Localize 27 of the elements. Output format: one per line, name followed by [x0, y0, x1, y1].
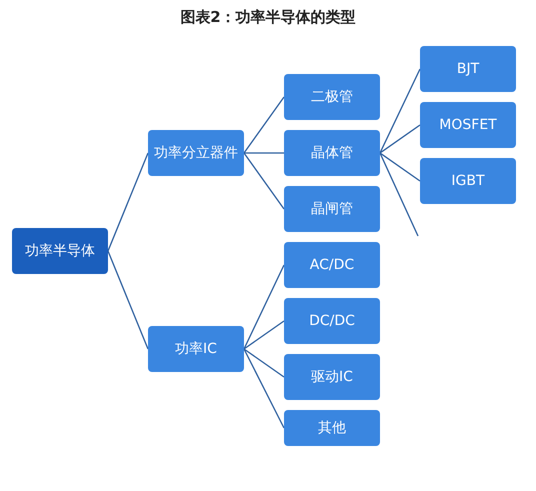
category-box: AC/DC: [284, 242, 380, 288]
connector-line: [107, 250, 149, 350]
category-box: 其他: [284, 410, 380, 446]
connector-line: [380, 152, 420, 182]
category-box: IGBT: [420, 158, 516, 204]
category-box: 功率分立器件: [148, 130, 244, 176]
connector-line: [243, 152, 285, 210]
connector-line: [244, 320, 284, 350]
category-box: DC/DC: [284, 298, 380, 344]
connector-line: [379, 152, 419, 236]
category-box: 晶闸管: [284, 186, 380, 232]
connector-line: [243, 96, 285, 154]
category-box: 功率IC: [148, 326, 244, 372]
connector-line: [244, 348, 284, 378]
connector-line: [243, 264, 285, 350]
category-box: BJT: [420, 46, 516, 92]
category-box: 驱动IC: [284, 354, 380, 400]
root-box: 功率半导体: [12, 228, 108, 274]
connector-line: [243, 348, 285, 428]
connector-line: [107, 152, 149, 252]
connector-line: [379, 68, 421, 154]
category-box: MOSFET: [420, 102, 516, 148]
title: 图表2：功率半导体的类型: [179, 8, 357, 27]
connector-line: [380, 124, 420, 154]
connector-line: [244, 152, 284, 154]
category-box: 二极管: [284, 74, 380, 120]
category-box: 晶体管: [284, 130, 380, 176]
